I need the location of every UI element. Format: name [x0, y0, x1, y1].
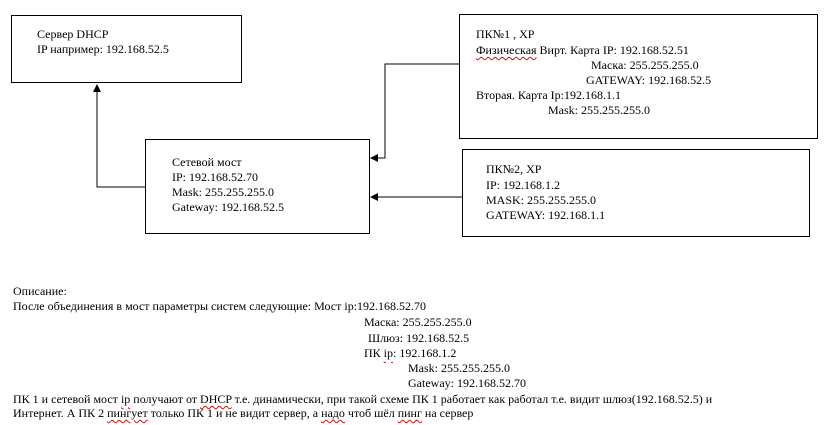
bridge-ip: IP: 192.168.52.70 — [172, 170, 259, 184]
pc1-card1-rest: Вирт. Карта IP: 192.168.52.51 — [536, 43, 689, 57]
description-line-8-c: только ПК 1 и не видит сервер, а — [147, 406, 322, 420]
description-line-3: Шлюз: 192.168.52.5 — [368, 331, 470, 345]
description-line-7: ПК 1 и сетевой мост ip получают от DHCP … — [13, 392, 712, 406]
network-bridge-box: Сетевой мост IP: 192.168.52.70 Mask: 255… — [145, 139, 370, 234]
pc2-gateway: GATEWAY: 192.168.1.1 — [486, 208, 606, 222]
pc2-title: ПК№2, ХР — [486, 162, 542, 176]
description-line-6: Gateway: 192.168.52.70 — [408, 376, 526, 390]
pc1-card2-mask: Mask: 255.255.255.0 — [548, 103, 650, 117]
description-line-8-f: пинг — [397, 406, 422, 420]
description-line-4: ПК ip: 192.168.1.2 — [364, 346, 456, 360]
pc1-card1-gateway: GATEWAY: 192.168.52.5 — [586, 73, 712, 87]
pc2-box: ПК№2, ХР IP: 192.168.1.2 MASK: 255.255.2… — [462, 149, 810, 237]
pc1-card1-mask: Маска: 255.255.255.0 — [591, 58, 699, 72]
dhcp-ip: IP например: 192.168.52.5 — [37, 42, 169, 56]
description-line-8-b: пингует — [107, 406, 148, 420]
description-line-7-e: т.е. динамически, при такой схеме ПК 1 р… — [231, 392, 713, 406]
description-line-2: Маска: 255.255.255.0 — [364, 315, 472, 329]
pc2-ip: IP: 192.168.1.2 — [486, 178, 561, 192]
pc1-card1-prefix: Физическая — [476, 43, 537, 57]
bridge-title: Сетевой мост — [172, 155, 242, 169]
pc1-title: ПК№1 , ХР — [476, 27, 535, 41]
description-line-7-b: ip — [120, 392, 131, 406]
pc1-card1-ip: Физическая Вирт. Карта IP: 192.168.52.51 — [476, 43, 689, 57]
description-line-4-c: : 192.168.1.2 — [393, 346, 457, 360]
bridge-mask: Mask: 255.255.255.0 — [172, 185, 274, 199]
description-line-4-b: ip — [383, 346, 394, 360]
description-line-8: Интернет. А ПК 2 пингует только ПК 1 и н… — [13, 406, 473, 420]
description-line-7-d: DHCP — [200, 392, 232, 406]
pc1-card2-ip: Вторая. Карта Ip:192.168.1.1 — [476, 88, 621, 102]
description-line-8-d: надо — [321, 406, 345, 420]
dhcp-title: Сервер DHCP — [37, 27, 109, 41]
pc1-box: ПК№1 , ХР Физическая Вирт. Карта IP: 192… — [459, 14, 818, 139]
description-line-7-a: ПК 1 и сетевой мост — [13, 392, 121, 406]
description-line-8-e: чтоб шёл — [344, 406, 398, 420]
description-heading: Описание: — [13, 284, 67, 298]
description-line-8-g: на сервер — [421, 406, 474, 420]
description-line-7-c: получают от — [130, 392, 201, 406]
arrow-bridge-to-dhcp — [93, 84, 145, 188]
pc2-mask: MASK: 255.255.255.0 — [486, 193, 597, 207]
description-line-5: Mask: 255.255.255.0 — [408, 361, 510, 375]
arrow-pc1-to-bridge — [370, 63, 459, 162]
description-line-8-a: Интернет. А ПК 2 — [13, 406, 108, 420]
description-line-1: После объединения в мост параметры систе… — [13, 299, 427, 313]
bridge-gateway: Gateway: 192.168.52.5 — [172, 200, 284, 214]
description-line-4-a: ПК — [364, 346, 384, 360]
dhcp-server-box: Сервер DHCP IP например: 192.168.52.5 — [11, 15, 242, 83]
